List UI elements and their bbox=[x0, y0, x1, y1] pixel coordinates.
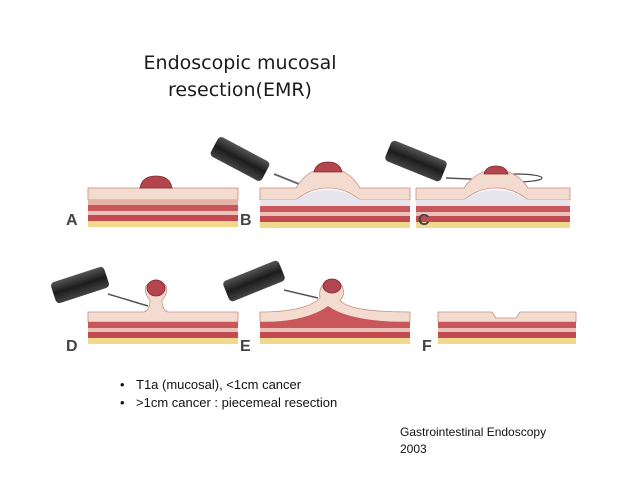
panel-c: C bbox=[385, 140, 576, 250]
citation: Gastrointestinal Endoscopy 2003 bbox=[400, 424, 546, 458]
lesion bbox=[146, 279, 166, 297]
panel-label-e: E bbox=[240, 338, 251, 355]
illustration-post-resection bbox=[437, 311, 577, 344]
endoscope bbox=[223, 260, 319, 302]
panel-label-c: C bbox=[418, 212, 430, 229]
endoscope bbox=[51, 266, 149, 307]
panel-f: F bbox=[416, 260, 596, 370]
tissue-layers bbox=[87, 187, 239, 227]
endoscope bbox=[385, 140, 543, 183]
title-line-1: Endoscopic mucosal bbox=[143, 52, 337, 74]
citation-year: 2003 bbox=[400, 442, 427, 456]
lesion bbox=[139, 175, 173, 189]
panel-label-d: D bbox=[66, 338, 78, 355]
panel-label-b: B bbox=[240, 212, 252, 229]
panel-a: A bbox=[64, 140, 244, 250]
panel-e: E bbox=[223, 260, 416, 370]
citation-journal: Gastrointestinal Endoscopy bbox=[400, 425, 547, 439]
bullet-item: >1cm cancer : piecemeal resection bbox=[118, 394, 337, 412]
illustration-submucosal-injection bbox=[210, 137, 411, 228]
panel-label-f: F bbox=[422, 338, 432, 355]
title-line-2: resection(EMR) bbox=[168, 79, 312, 101]
lesion bbox=[313, 161, 343, 173]
illustration-lesion-flat bbox=[87, 175, 239, 227]
illustration-resection bbox=[223, 260, 411, 344]
bullet-item: T1a (mucosal), <1cm cancer bbox=[118, 376, 337, 394]
illustration-snare-placement bbox=[385, 140, 571, 228]
illustration-snare-strangulation bbox=[51, 266, 239, 344]
panel-b: B bbox=[210, 137, 416, 250]
slide-title: Endoscopic mucosal resection(EMR) bbox=[120, 50, 360, 104]
lesion bbox=[483, 165, 509, 175]
lesion bbox=[322, 278, 342, 294]
bullet-list: T1a (mucosal), <1cm cancer >1cm cancer :… bbox=[118, 376, 337, 412]
panel-label-a: A bbox=[66, 212, 78, 229]
panel-d: D bbox=[51, 260, 244, 370]
